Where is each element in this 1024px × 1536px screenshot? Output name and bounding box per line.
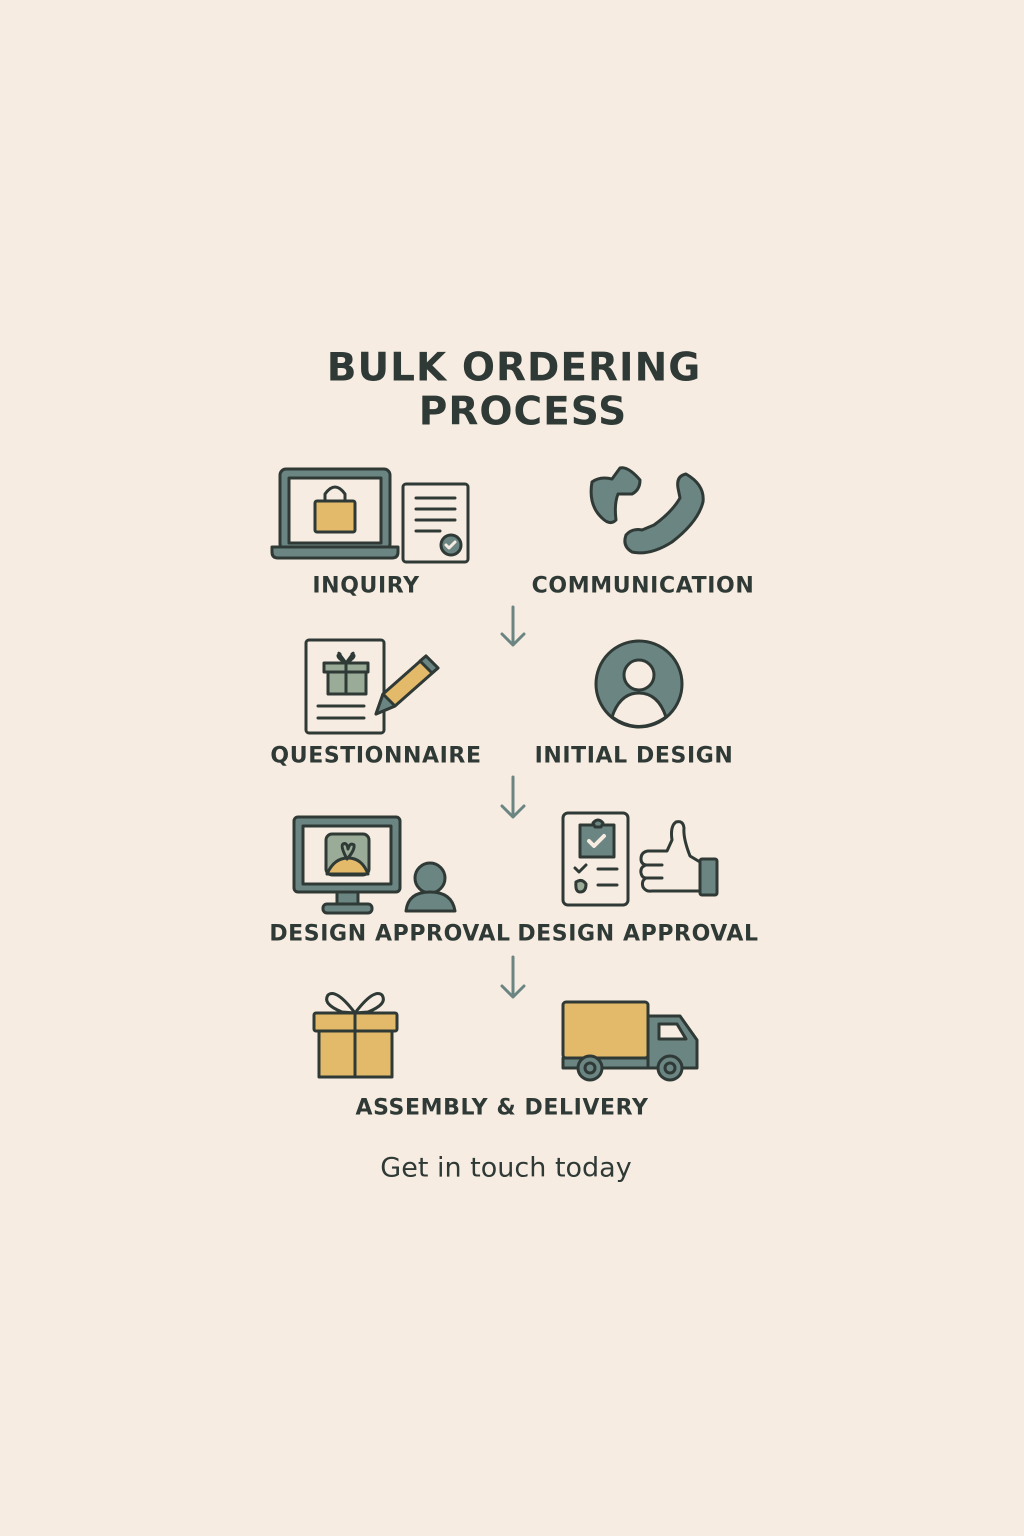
step-label-communication: COMMUNICATION: [531, 573, 755, 599]
arrow-down-icon: [500, 775, 526, 819]
delivery-truck-icon: [561, 1000, 699, 1082]
document-check-icon: [401, 482, 470, 564]
person-icon: [404, 861, 457, 913]
arrow-down-icon: [500, 605, 526, 647]
user-avatar-icon: [594, 639, 684, 729]
questionnaire-form-icon: [304, 638, 386, 735]
step-label-questionnaire: QUESTIONNAIRE: [270, 743, 482, 769]
step-label-design-approval: DESIGN APPROVAL: [269, 921, 511, 947]
step-label-initial-design: INITIAL DESIGN: [534, 743, 734, 769]
step-label-design-approval-2: DESIGN APPROVAL: [517, 921, 759, 947]
gift-box-icon: [312, 992, 399, 1079]
arrow-down-icon: [500, 955, 526, 999]
checklist-icon: [561, 811, 630, 907]
monitor-artwork-icon: [292, 815, 402, 915]
phone-handsets-icon: [589, 466, 705, 555]
step-label-inquiry: INQUIRY: [312, 573, 420, 599]
laptop-shopping-bag-icon: [270, 467, 400, 560]
title-line-2: PROCESS: [418, 389, 628, 435]
step-label-assembly-delivery: ASSEMBLY & DELIVERY: [355, 1095, 649, 1121]
pencil-icon: [374, 654, 440, 716]
thumbs-up-icon: [639, 820, 719, 897]
title-line-1: BULK ORDERING: [326, 345, 702, 391]
call-to-action: Get in touch today: [380, 1152, 632, 1184]
